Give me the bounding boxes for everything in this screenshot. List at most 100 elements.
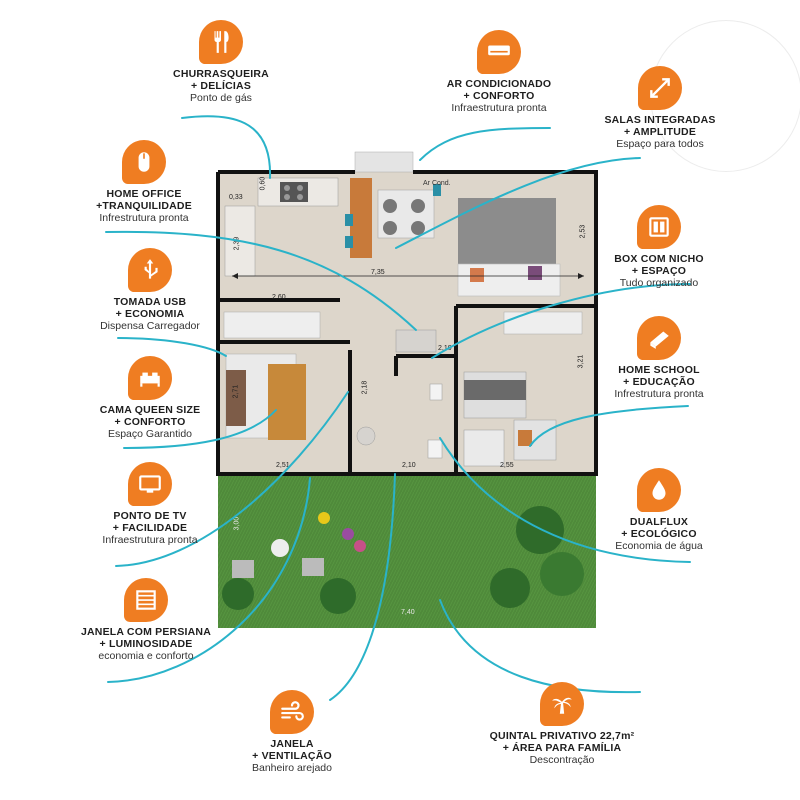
callout-description: Banheiro arejado — [252, 762, 332, 774]
callout-box-nicho: BOX COM NICHO + ESPAÇO Tudo organizado — [569, 205, 749, 290]
callout-description: Infrestrutura pronta — [99, 212, 189, 224]
garden-table — [271, 539, 289, 557]
callout-subtitle: + ESPAÇO — [631, 265, 687, 277]
dining-chair — [383, 221, 397, 235]
callout-home-school: HOME SCHOOL + EDUCAÇÃO Infrestrutura pro… — [569, 316, 749, 401]
air-conditioner-icon — [477, 30, 521, 74]
callout-salas-integradas: SALAS INTEGRADAS + AMPLITUDE Espaço para… — [570, 66, 750, 151]
callout-description: economia e conforto — [98, 650, 194, 662]
stove-burner — [284, 185, 290, 191]
callout-description: Economia de água — [615, 540, 703, 552]
lawn-mower — [318, 512, 330, 524]
callout-title: JANELA — [270, 738, 314, 750]
tree — [516, 506, 564, 554]
office-desk — [395, 329, 437, 353]
flower-pot — [342, 528, 354, 540]
callout-ar-condicionado: AR CONDICIONADO + CONFORTO Infraestrutur… — [409, 30, 589, 115]
callout-dualflux: DUALFLUX + ECOLÓGICO Economia de água — [569, 468, 749, 553]
callout-churrasqueira: CHURRASQUEIRA + DELÍCIAS Ponto de gás — [131, 20, 311, 105]
dim-2-51: 2,51 — [276, 462, 290, 469]
book-icon — [637, 316, 681, 360]
dim-2-18: 2,18 — [361, 380, 369, 395]
callout-home-office: HOME OFFICE +TRANQUILIDADE Infrestrutura… — [54, 140, 234, 225]
dim-7-40: 7,40 — [401, 609, 415, 616]
callout-subtitle: + VENTILAÇÃO — [252, 750, 332, 762]
tree — [540, 552, 584, 596]
dim-2-10-b: 2,10 — [402, 462, 416, 469]
callout-quintal: QUINTAL PRIVATIVO 22,7m² + ÁREA PARA FAM… — [472, 682, 652, 767]
water-drop-icon — [637, 468, 681, 512]
callout-subtitle: + CONFORTO — [114, 416, 186, 428]
dim-7-35: 7,35 — [371, 269, 385, 276]
callout-cama-queen: CAMA QUEEN SIZE + CONFORTO Espaço Garant… — [60, 356, 240, 441]
dim-2-55: 2,55 — [500, 462, 514, 469]
callout-description: Ponto de gás — [190, 92, 252, 104]
stove-burner — [284, 194, 290, 200]
callout-description: Infrestrutura pronta — [614, 388, 704, 400]
dining-chair — [411, 199, 425, 213]
callout-title: CAMA QUEEN SIZE — [99, 404, 201, 416]
callout-description: Espaço para todos — [616, 138, 704, 150]
callout-description: Tudo organizado — [619, 277, 699, 289]
mouse-icon — [122, 140, 166, 184]
usb-icon — [128, 248, 172, 292]
callout-subtitle: +TRANQUILIDADE — [96, 200, 192, 212]
dining-chair — [383, 199, 397, 213]
callout-subtitle: + EDUCAÇÃO — [623, 376, 695, 388]
callout-subtitle: + ECONOMIA — [115, 308, 185, 320]
grill-utensils-icon — [199, 20, 243, 64]
callout-subtitle: + FACILIDADE — [112, 522, 188, 534]
callout-title: HOME SCHOOL — [618, 364, 700, 376]
dim-0-60: 0,60 — [259, 176, 267, 191]
bench — [350, 178, 372, 258]
lounge-chair — [232, 560, 254, 578]
bed-icon — [128, 356, 172, 400]
lounge-chair — [302, 558, 324, 576]
bed-blanket — [268, 364, 306, 440]
tv-icon — [128, 462, 172, 506]
dim-2-60: 2,60 — [272, 294, 286, 301]
callout-ponto-tv: PONTO DE TV + FACILIDADE Infraestrutura … — [60, 462, 240, 547]
bed-single — [463, 429, 505, 467]
callout-title: HOME OFFICE — [106, 188, 182, 200]
callout-title: PONTO DE TV — [113, 510, 187, 522]
chair-teal — [345, 214, 353, 226]
stove-burner — [297, 185, 303, 191]
callout-title: AR CONDICIONADO — [446, 78, 552, 90]
callout-title: CHURRASQUEIRA — [173, 68, 269, 80]
callout-subtitle: + CONFORTO — [463, 90, 535, 102]
shower-box-icon — [637, 205, 681, 249]
chair-teal — [345, 236, 353, 248]
callout-title: TOMADA USB — [113, 296, 187, 308]
bed-second-blanket — [464, 380, 526, 400]
living-rug — [458, 198, 556, 264]
toilet — [427, 439, 443, 459]
cushion — [470, 268, 484, 282]
flower-pot — [354, 540, 366, 552]
bathroom-sink — [356, 426, 376, 446]
callout-title: DUALFLUX — [629, 516, 689, 528]
palm-tree-icon — [540, 682, 584, 726]
callout-janela-persiana: JANELA COM PERSIANA + LUMINOSIDADE econo… — [56, 578, 236, 663]
dim-0-33: 0,33 — [229, 194, 243, 201]
ac-box — [354, 151, 414, 173]
callout-subtitle: + ÁREA PARA FAMÍLIA — [502, 742, 622, 754]
stove-burner — [297, 194, 303, 200]
callout-subtitle: + ECOLÓGICO — [621, 528, 697, 540]
palm-plant — [320, 578, 356, 614]
callout-title: JANELA COM PERSIANA — [80, 626, 211, 638]
callout-title: QUINTAL PRIVATIVO 22,7m² — [489, 730, 635, 742]
dim-2-10-a: 2,10 — [438, 345, 452, 352]
tree — [490, 568, 530, 608]
callout-description: Infraestrutura pronta — [102, 534, 198, 546]
callout-subtitle: + LUMINOSIDADE — [99, 638, 193, 650]
callout-description: Descontração — [529, 754, 595, 766]
cushion — [528, 266, 542, 280]
callout-title: BOX COM NICHO — [614, 253, 704, 265]
expand-arrows-icon — [638, 66, 682, 110]
window-blind-icon — [124, 578, 168, 622]
callout-subtitle: + AMPLITUDE — [623, 126, 697, 138]
callout-description: Infraestrutura pronta — [451, 102, 547, 114]
callout-subtitle: + DELÍCIAS — [190, 80, 252, 92]
shower-niche — [429, 383, 443, 401]
